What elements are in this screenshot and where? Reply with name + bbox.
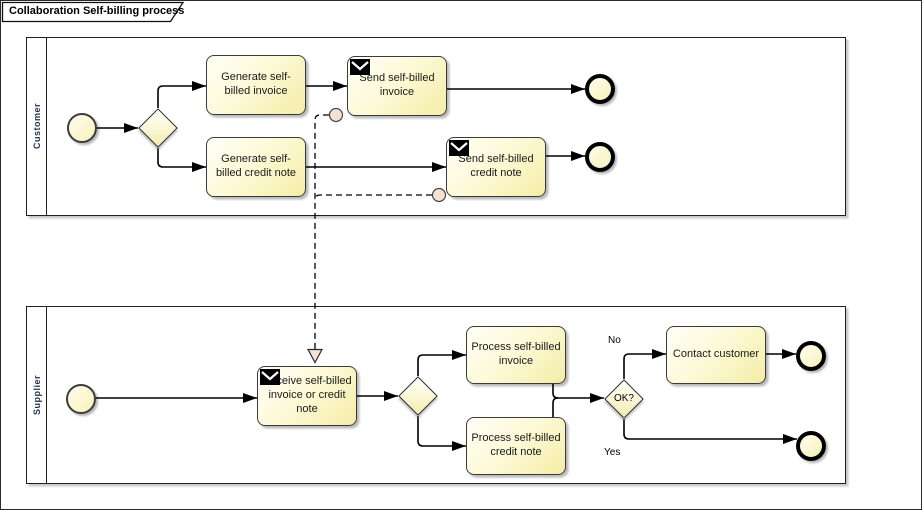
start-event-customer[interactable] [67,113,97,143]
end-event-ok[interactable] [796,431,826,461]
diagram-title: Collaboration Self-billing process [9,5,185,17]
pool-supplier-label-strip: Supplier [27,307,47,483]
task-generate-credit-note-label: Generate self-billed credit note [215,153,297,179]
task-send-credit-note[interactable]: Send self-billed credit note [446,137,546,197]
task-generate-invoice[interactable]: Generate self-billed invoice [206,55,306,115]
envelope-icon [350,59,370,75]
task-send-invoice-label: Send self-billed invoice [359,72,435,98]
task-receive-label: Receive self-billed invoice or credit no… [262,375,352,415]
pool-customer-label-strip: Customer [27,38,47,215]
end-event-credit-note[interactable] [585,142,615,172]
task-generate-invoice-label: Generate self-billed invoice [221,71,291,97]
task-process-credit-note[interactable]: Process self-billed credit note [466,417,566,475]
end-event-contact[interactable] [796,341,826,371]
task-process-credit-note-label: Process self-billed credit note [471,432,561,458]
task-contact-customer-label: Contact customer [672,348,760,361]
task-process-invoice-label: Process self-billed invoice [471,341,561,367]
edge-label-no: No [608,335,621,346]
edge-label-yes: Yes [604,447,621,458]
pool-supplier-label: Supplier [31,374,42,415]
start-event-supplier[interactable] [66,384,96,414]
end-event-invoice[interactable] [585,74,615,104]
envelope-icon [449,140,469,156]
pool-customer-label: Customer [31,103,42,150]
task-send-invoice[interactable]: Send self-billed invoice [347,56,447,116]
task-send-credit-note-label: Send self-billed credit note [458,153,534,179]
envelope-icon [260,369,280,385]
task-process-invoice[interactable]: Process self-billed invoice [466,326,566,384]
ok-decision-gateway-label: OK? [613,393,634,404]
task-generate-credit-note[interactable]: Generate self-billed credit note [206,137,306,197]
task-contact-customer[interactable]: Contact customer [666,326,766,384]
task-receive-invoice-or-credit-note[interactable]: Receive self-billed invoice or credit no… [257,366,357,426]
